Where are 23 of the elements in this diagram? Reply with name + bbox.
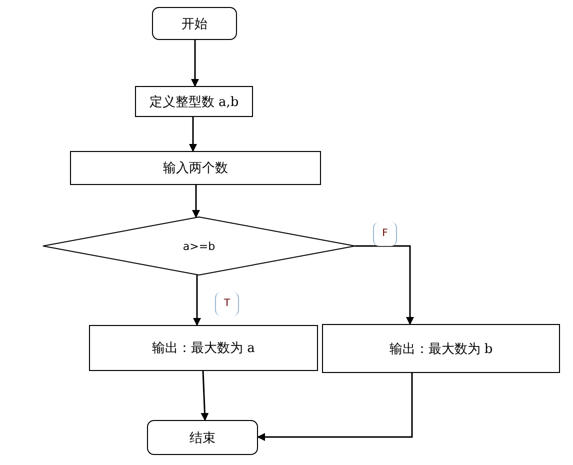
arrow — [192, 185, 200, 218]
terminal-box — [147, 420, 258, 455]
arrow — [191, 40, 199, 87]
node-label: 输出：最大数为 a — [152, 340, 255, 357]
node-label: 结束 — [190, 430, 216, 446]
arrow — [189, 117, 197, 152]
edge-label: T — [215, 292, 239, 316]
decision-diamond — [43, 217, 355, 275]
arrow — [193, 275, 201, 326]
arrow — [200, 370, 209, 421]
process-box — [70, 151, 321, 185]
node-label: 开始 — [182, 16, 208, 32]
process-box — [322, 324, 560, 373]
process-box — [135, 86, 253, 117]
terminal-box — [152, 7, 237, 40]
node-label: 输出：最大数为 b — [389, 340, 493, 358]
arrow — [355, 245, 414, 325]
arrow — [257, 373, 413, 441]
node-label: a>=b — [182, 240, 216, 252]
process-box — [89, 325, 318, 371]
edge-label: F — [373, 222, 397, 246]
node-label: 输入两个数 — [163, 160, 228, 177]
node-label: 定义整型数 a,b — [149, 94, 239, 110]
